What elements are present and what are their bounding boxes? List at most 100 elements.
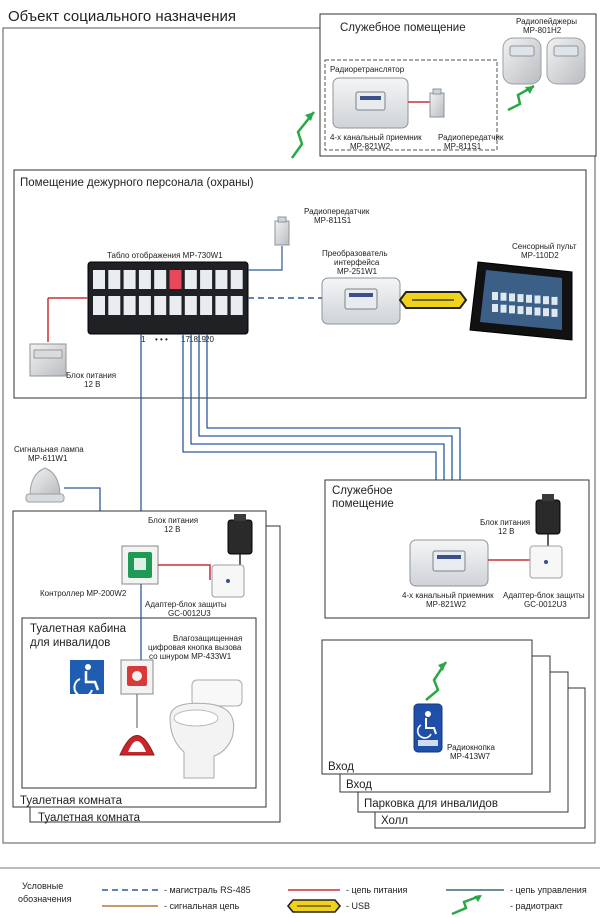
display-tile bbox=[93, 296, 105, 315]
touch-panel-key bbox=[534, 295, 541, 304]
touch-panel-label-2: MP-110D2 bbox=[521, 251, 559, 260]
receiver-top-label-2: MP-821W2 bbox=[350, 142, 391, 151]
legend-usb-swatch bbox=[286, 899, 342, 913]
legend-signal: - сигнальная цепь bbox=[164, 901, 240, 911]
display-panel bbox=[87, 261, 249, 335]
display-tile bbox=[108, 270, 121, 289]
legend-control: - цепь управления bbox=[510, 885, 587, 895]
toilet-room-back-title: Туалетная комната bbox=[38, 812, 141, 824]
call-button-label-1: Влагозащищенная bbox=[173, 634, 242, 643]
port-label-1: 1 bbox=[141, 335, 146, 344]
display-label: Табло отображения MP-730W1 bbox=[107, 251, 223, 260]
display-tile bbox=[93, 270, 105, 289]
display-tile bbox=[230, 296, 243, 315]
signal-lamp-label-2: MP-611W1 bbox=[28, 454, 68, 463]
legend: Условные обозначения - магистраль RS-485… bbox=[0, 867, 600, 916]
receiver-top bbox=[332, 77, 409, 129]
toilet bbox=[169, 679, 243, 779]
duty-power-label-1: Блок питания bbox=[66, 371, 116, 380]
duty-transmitter-label-1: Радиопередатчик bbox=[304, 207, 370, 216]
legend-power: - цепь питания bbox=[346, 885, 408, 895]
port-label-19: 19 bbox=[197, 335, 206, 344]
pagers-label-2: MP-801H2 bbox=[523, 26, 562, 35]
touch-panel-key bbox=[500, 292, 507, 301]
cabin-title-2: для инвалидов bbox=[30, 637, 110, 649]
display-tile bbox=[230, 270, 243, 289]
touch-panel-key bbox=[526, 306, 532, 315]
object-border bbox=[2, 27, 596, 844]
touch-panel-key bbox=[543, 296, 549, 305]
receiver-top-label-1: 4-х канальный приемник bbox=[330, 133, 422, 142]
controller-label: Контроллер MP-200W2 bbox=[40, 589, 127, 598]
display-tile bbox=[154, 296, 167, 315]
legend-radio-head bbox=[474, 895, 482, 902]
stack-label-3: Парковка для инвалидов bbox=[364, 798, 498, 810]
toilet-room-title: Туалетная комната bbox=[20, 795, 123, 807]
display-tile bbox=[184, 270, 197, 289]
duty-power-label-2: 12 В bbox=[84, 380, 100, 389]
toilet-room: Туалетная комната Туалетная комната Блок… bbox=[12, 510, 281, 824]
right-power-label-1: Блок питания bbox=[480, 518, 530, 527]
adapter-toilet bbox=[211, 564, 245, 598]
display-tile bbox=[215, 296, 228, 315]
port-label-20: 20 bbox=[205, 335, 214, 344]
duty-room-frame bbox=[13, 169, 587, 399]
call-button-label-3: со шнуром MP-433W1 bbox=[149, 652, 232, 661]
legend-radio-swatch bbox=[451, 894, 481, 916]
display-tile bbox=[215, 270, 228, 289]
legend-usb: - USB bbox=[346, 901, 370, 911]
touch-panel-key bbox=[543, 308, 549, 317]
touch-panel-keys bbox=[492, 292, 558, 317]
display-tile bbox=[123, 270, 136, 289]
touch-panel-key bbox=[492, 304, 498, 312]
entrance-stack: Холл Парковка для инвалидов Вход Вход Ра… bbox=[321, 639, 586, 829]
display-tile bbox=[108, 296, 121, 315]
service-room-right-title-2: помещение bbox=[332, 498, 394, 510]
radio-button bbox=[413, 703, 443, 753]
touch-panel-key bbox=[509, 293, 515, 302]
port-label-dots: • • • bbox=[155, 335, 168, 344]
right-power-label-2: 12 В bbox=[498, 527, 514, 536]
toilet-adapter-label-2: GC-0012U3 bbox=[168, 609, 211, 618]
cabin-title-1: Туалетная кабина bbox=[30, 623, 127, 635]
toilet-power-label-1: Блок питания bbox=[148, 516, 198, 525]
display-tile bbox=[123, 296, 136, 315]
touch-panel-label-1: Сенсорный пульт bbox=[512, 242, 577, 251]
stack-label-2: Вход bbox=[346, 779, 372, 791]
page-title: Объект социального назначения bbox=[8, 8, 236, 25]
call-pull-handle bbox=[119, 735, 155, 756]
power-adapter-right bbox=[535, 494, 561, 535]
display-tile bbox=[200, 270, 213, 289]
right-receiver-label-2: MP-821W2 bbox=[426, 600, 467, 609]
display-tile bbox=[138, 296, 151, 315]
duty-transmitter-label-2: MP-811S1 bbox=[314, 216, 352, 225]
service-room-right-title-1: Служебное bbox=[332, 485, 393, 497]
touch-panel-key bbox=[551, 308, 558, 317]
pager-2 bbox=[546, 37, 586, 85]
right-adapter-label-2: GC-0012U3 bbox=[524, 600, 567, 609]
port-label-17: 17 bbox=[181, 335, 190, 344]
repeater-box bbox=[324, 59, 498, 151]
touch-panel-key bbox=[551, 296, 558, 305]
legend-title-1: Условные bbox=[22, 881, 63, 891]
controller-mp200 bbox=[121, 545, 159, 585]
display-tiles bbox=[93, 270, 243, 315]
call-button-label-2: цифровая кнопка вызова bbox=[148, 643, 242, 652]
radio-button-label-2: MP-413W7 bbox=[450, 752, 491, 761]
port-label-18: 18 bbox=[189, 335, 198, 344]
power-adapter-toilet bbox=[227, 514, 253, 555]
radio-arrow-top-left bbox=[290, 111, 315, 159]
display-tile bbox=[184, 296, 197, 315]
converter-label-3: MP-251W1 bbox=[337, 267, 378, 276]
receiver-right bbox=[409, 539, 489, 587]
display-tile bbox=[200, 296, 213, 315]
transmitter-top-label-2: MP-811S1 bbox=[444, 142, 482, 151]
radio-arrow-top-left-head bbox=[305, 112, 314, 121]
radio-button-label-1: Радиокнопка bbox=[447, 743, 495, 752]
right-receiver-label-1: 4-х канальный приемник bbox=[402, 591, 494, 600]
legend-title-2: обозначения bbox=[18, 894, 72, 904]
radio-arrow-entrance-head bbox=[438, 662, 446, 671]
toilet-power-label-2: 12 В bbox=[164, 525, 180, 534]
touch-panel-key bbox=[500, 304, 507, 313]
service-room-top-title: Служебное помещение bbox=[340, 22, 466, 34]
